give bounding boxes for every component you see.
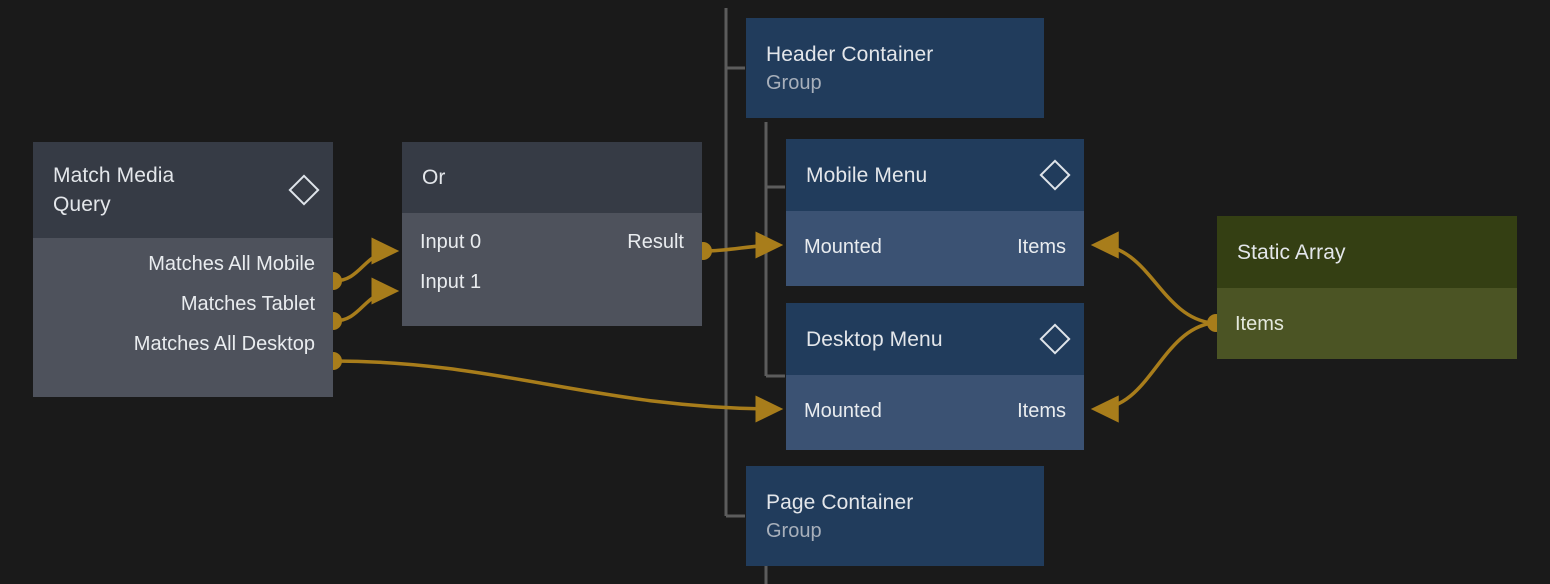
node-mobile-menu[interactable]: Mobile Menu Mounted Items xyxy=(786,139,1084,286)
node-desktop-menu[interactable]: Desktop Menu Mounted Items xyxy=(786,303,1084,450)
wire-mobile-to-input0 xyxy=(333,237,400,283)
port-label: Matches All Desktop xyxy=(133,332,315,355)
port-label-items: Items xyxy=(1017,399,1066,422)
output-port-row[interactable]: Matches Tablet xyxy=(51,284,315,324)
node-header-desktop-menu[interactable]: Desktop Menu xyxy=(786,303,1084,375)
node-header-header-container: Header Container Group xyxy=(746,18,1044,118)
node-title: Static Array xyxy=(1237,240,1346,264)
port-row-mounted-items[interactable]: Mounted Items xyxy=(804,227,1066,267)
node-header-match-media-query[interactable]: Match Media Query xyxy=(33,142,333,238)
node-header-mobile-menu[interactable]: Mobile Menu xyxy=(786,139,1084,211)
node-body-desktop-menu: Mounted Items xyxy=(786,375,1084,450)
output-port-row[interactable]: Matches All Desktop xyxy=(51,324,315,364)
node-or[interactable]: Or Input 0 Result Input 1 xyxy=(402,142,702,326)
output-port-row[interactable]: Matches All Mobile xyxy=(51,244,315,284)
wire-desktop-to-mounted xyxy=(333,359,784,423)
node-header-or[interactable]: Or xyxy=(402,142,702,213)
port-label-items: Items xyxy=(1017,235,1066,258)
wire-result-to-mounted xyxy=(703,231,784,259)
node-subtitle: Group xyxy=(766,519,822,542)
port-label-input1: Input 1 xyxy=(420,270,482,293)
diamond-icon xyxy=(1039,323,1071,355)
port-row-input0-result[interactable]: Input 0 Result xyxy=(420,222,684,262)
port-row-items[interactable]: Items xyxy=(1235,304,1499,344)
node-body-or: Input 0 Result Input 1 xyxy=(402,213,702,326)
node-match-media-query[interactable]: Match Media Query Matches All Mobile Mat… xyxy=(33,142,333,397)
port-row-mounted-items[interactable]: Mounted Items xyxy=(804,391,1066,431)
node-static-array[interactable]: Static Array Items xyxy=(1217,216,1517,359)
wire-items-to-mobile-items xyxy=(1090,231,1213,325)
node-title: Mobile Menu xyxy=(806,163,928,187)
node-title: Desktop Menu xyxy=(806,327,943,351)
node-body-match-media-query: Matches All Mobile Matches Tablet Matche… xyxy=(33,238,333,397)
node-title: Or xyxy=(422,166,446,189)
node-header-page-container: Page Container Group xyxy=(746,466,1044,566)
port-label-mounted: Mounted xyxy=(804,399,882,422)
node-body-static-array: Items xyxy=(1217,288,1517,359)
port-row-input1[interactable]: Input 1 xyxy=(420,262,684,302)
node-body-mobile-menu: Mounted Items xyxy=(786,211,1084,286)
port-label: Matches All Mobile xyxy=(148,252,315,275)
diamond-icon xyxy=(1039,159,1071,191)
diamond-icon xyxy=(288,174,320,206)
port-label-mounted: Mounted xyxy=(804,235,882,258)
wire-tablet-to-input1 xyxy=(333,277,400,323)
node-header-static-array[interactable]: Static Array xyxy=(1217,216,1517,288)
node-page-container[interactable]: Page Container Group xyxy=(746,466,1044,566)
port-label-items: Items xyxy=(1235,312,1284,335)
port-label-result: Result xyxy=(627,230,684,253)
node-title: Page Container xyxy=(766,490,914,514)
port-label-input0: Input 0 xyxy=(420,230,482,253)
wire-items-to-desktop-items xyxy=(1090,321,1213,423)
node-header-container[interactable]: Header Container Group xyxy=(746,18,1044,118)
port-label: Matches Tablet xyxy=(180,292,315,315)
node-subtitle: Group xyxy=(766,71,822,94)
node-title: Match Media Query xyxy=(53,164,175,216)
node-title: Header Container xyxy=(766,42,934,66)
